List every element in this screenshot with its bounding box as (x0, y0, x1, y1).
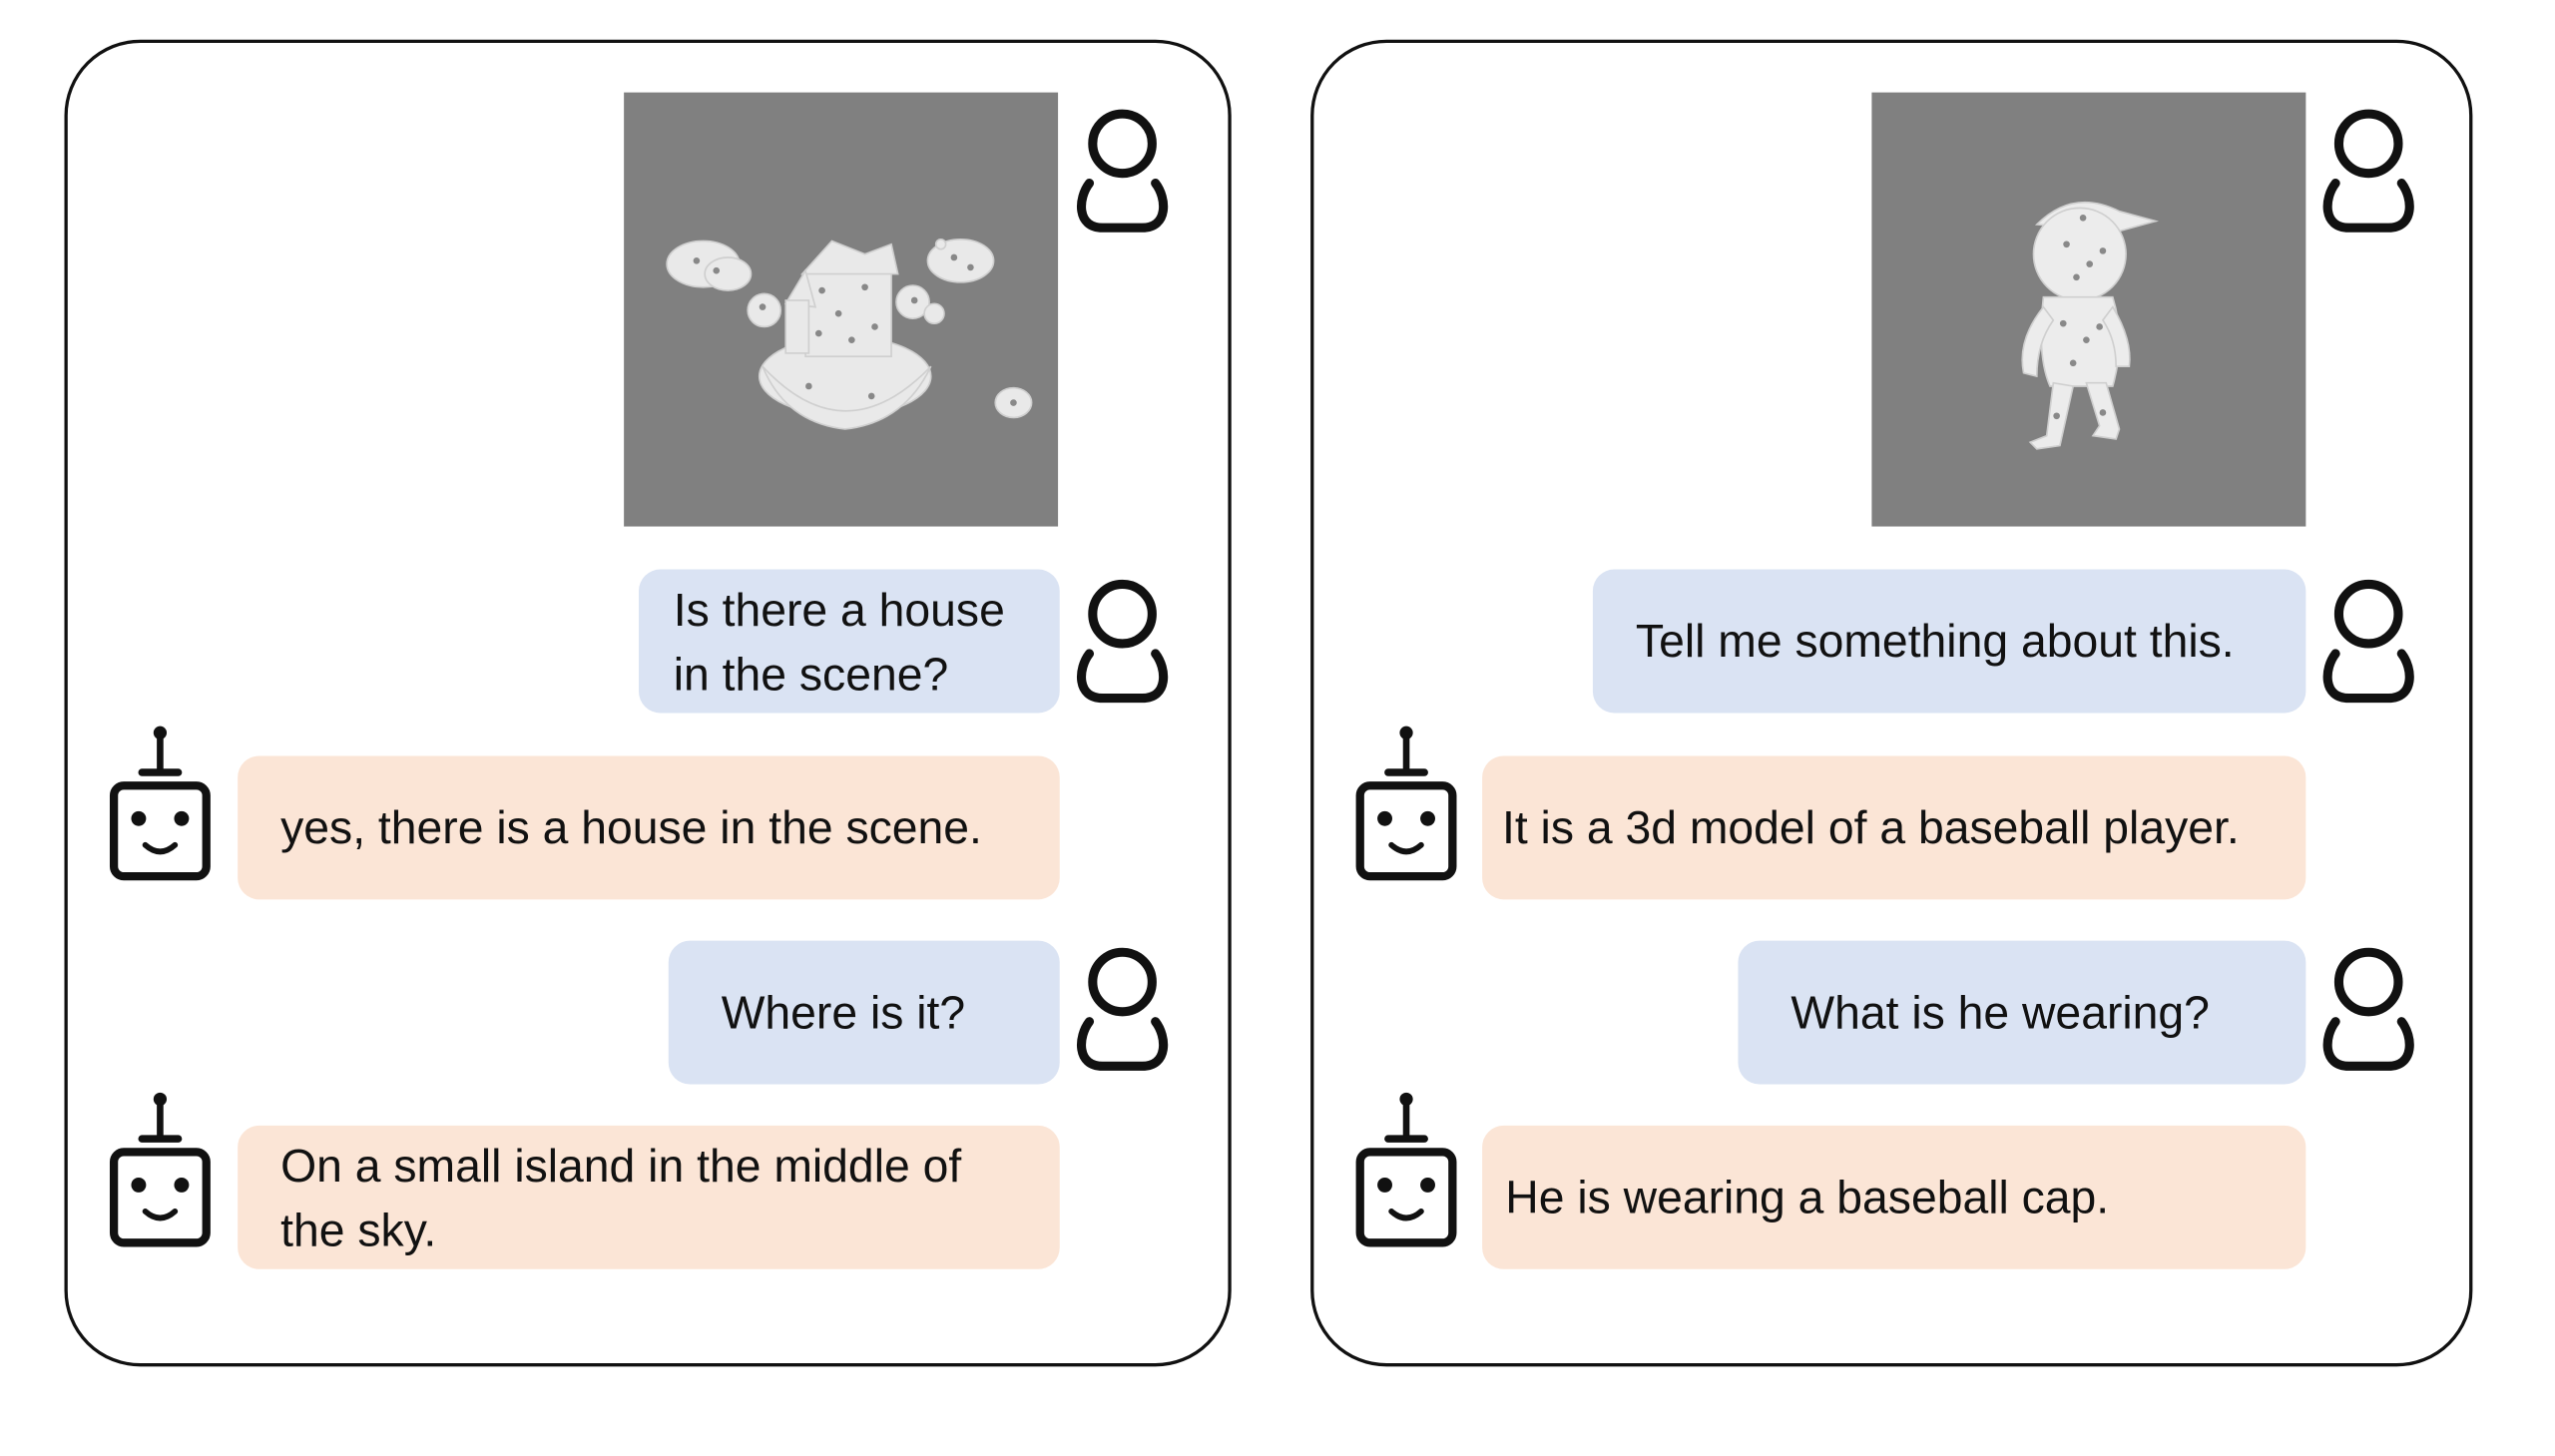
assistant-avatar-icon (1355, 1091, 1458, 1247)
user-message-2: Where is it? (668, 940, 1060, 1085)
person-outline-icon (1077, 579, 1169, 704)
message-line: Is there a house (673, 583, 1005, 635)
message-line: On a small island in the middle of (280, 1139, 962, 1192)
assistant-avatar-icon (1355, 725, 1458, 881)
message-line: It is a 3d model of a baseball player. (1501, 801, 2240, 854)
assistant-avatar-icon (109, 725, 212, 881)
assistant-message-4: He is wearing a baseball cap. (1482, 1125, 2306, 1269)
message-line: He is wearing a baseball cap. (1505, 1172, 2110, 1223)
message-line: in the scene? (673, 648, 949, 700)
message-line: Where is it? (721, 986, 966, 1039)
person-outline-icon (2322, 579, 2414, 704)
user-message-1: Is there a house in the scene? (639, 569, 1060, 714)
person-outline-icon (2322, 109, 2414, 233)
robot-face-icon (1355, 1092, 1457, 1247)
person-outline-icon (2322, 947, 2414, 1071)
user-message-4: What is he wearing? (1738, 940, 2306, 1085)
baseball-player-render (2021, 201, 2160, 450)
assistant-message-3: It is a 3d model of a baseball player. (1482, 755, 2306, 900)
robot-face-icon (1355, 726, 1457, 881)
point-cloud-image-house (624, 92, 1059, 527)
point-cloud-image-baseball-player (1871, 92, 2306, 527)
message-line: What is he wearing? (1790, 986, 2210, 1039)
user-avatar-icon (1073, 107, 1172, 233)
assistant-avatar-icon (109, 1091, 212, 1247)
person-outline-icon (1077, 947, 1169, 1071)
user-avatar-icon (2319, 107, 2418, 233)
user-avatar-icon (2319, 946, 2418, 1072)
user-avatar-icon (2319, 578, 2418, 704)
user-avatar-icon (1073, 578, 1172, 704)
assistant-message-2: On a small island in the middle of the s… (238, 1125, 1060, 1269)
assistant-message-1: yes, there is a house in the scene. (238, 755, 1060, 900)
house-island-render (666, 238, 1033, 430)
person-outline-icon (1077, 109, 1169, 233)
robot-face-icon (109, 726, 211, 881)
robot-face-icon (109, 1092, 211, 1247)
message-line: yes, there is a house in the scene. (280, 801, 982, 854)
user-avatar-icon (1073, 946, 1172, 1072)
user-message-3: Tell me something about this. (1592, 569, 2306, 714)
message-line: the sky. (280, 1204, 437, 1255)
message-line: Tell me something about this. (1635, 615, 2235, 668)
